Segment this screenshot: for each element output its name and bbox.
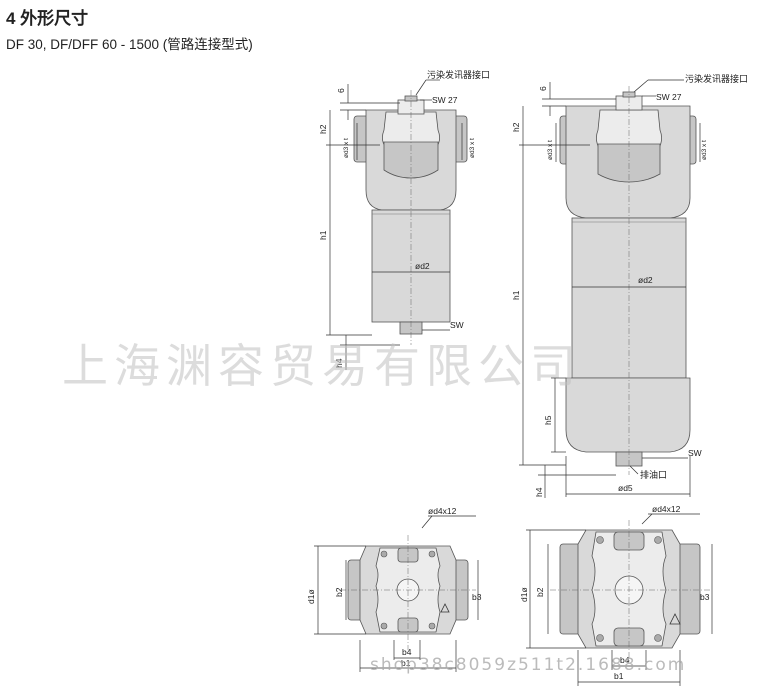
right-b4-label: b4 (620, 655, 630, 665)
right-b3-label: b3 (700, 592, 710, 602)
right-filter-top-view (550, 520, 712, 662)
left-h2-label: h2 (318, 124, 328, 134)
left-indicator-label: 污染发讯器接口 (427, 69, 490, 81)
right-flow-arrow-icon (669, 613, 681, 625)
left-d1-label: d1ø (306, 589, 316, 604)
right-sw27-label: SW 27 (656, 92, 682, 102)
left-d4-label: ød4x12 (428, 506, 457, 516)
section-title: 4 外形尺寸 (6, 9, 89, 28)
left-filter-side-view (353, 90, 468, 345)
left-h4-label: h4 (334, 358, 344, 368)
right-d5-label: ød5 (618, 483, 633, 493)
left-filter-top-view (340, 535, 476, 650)
right-filter-side-view (559, 86, 697, 475)
right-h1-label: h1 (511, 290, 521, 300)
right-h4-label: h4 (534, 487, 544, 497)
left-b1-label: b1 (401, 658, 411, 668)
right-h2-label: h2 (511, 122, 521, 132)
left-b3-label: b3 (472, 592, 482, 602)
right-d2-label: ød2 (638, 275, 653, 285)
right-dimensions: 6 h2 h1 h5 h4 ød3 x t ød3 x t ød2 ød5 SW… (511, 73, 748, 498)
right-d1-label: d1ø (519, 587, 529, 602)
right-six-label: 6 (538, 86, 548, 91)
right-drain-label: 排油口 (640, 469, 667, 481)
right-sw-label: SW (688, 448, 702, 458)
left-b4-label: b4 (402, 647, 412, 657)
right-b2-label: b2 (535, 587, 545, 597)
section-subtitle: DF 30, DF/DFF 60 - 1500 (管路连接型式) (6, 37, 253, 52)
left-h1-label: h1 (318, 230, 328, 240)
left-dimensions: 6 h2 h1 h4 ød3 x t ød3 x t ød2 SW 污染发讯器接… (318, 69, 490, 370)
left-d2-label: ød2 (415, 261, 430, 271)
left-d3-label-b: ød3 x t (469, 138, 476, 158)
watermark-company: 上海渊容贸易有限公司 (62, 339, 582, 393)
left-six-label: 6 (336, 88, 346, 93)
left-b2-label: b2 (334, 587, 344, 597)
right-indicator-label: 污染发讯器接口 (685, 73, 748, 85)
left-sw-label: SW (450, 320, 464, 330)
right-d3-label-a: ød3 x t (547, 140, 554, 160)
left-flow-arrow-icon (440, 603, 450, 613)
left-top-dimensions: d1ø b2 b3 b4 b1 ød4x12 (306, 506, 482, 672)
right-d4-label: ød4x12 (652, 504, 681, 514)
right-h5-label: h5 (543, 415, 553, 425)
left-sw27-label: SW 27 (432, 95, 458, 105)
right-filter-base (565, 377, 691, 453)
right-top-dimensions: d1ø b2 b3 b4 b1 ød4x12 (519, 504, 713, 686)
right-b1-label: b1 (614, 671, 624, 681)
watermark-shop: shop38c8059z511t2.1688.com (370, 655, 686, 675)
right-d3-label-b: ød3 x t (701, 140, 708, 160)
left-d3-label-a: ød3 x t (343, 138, 350, 158)
